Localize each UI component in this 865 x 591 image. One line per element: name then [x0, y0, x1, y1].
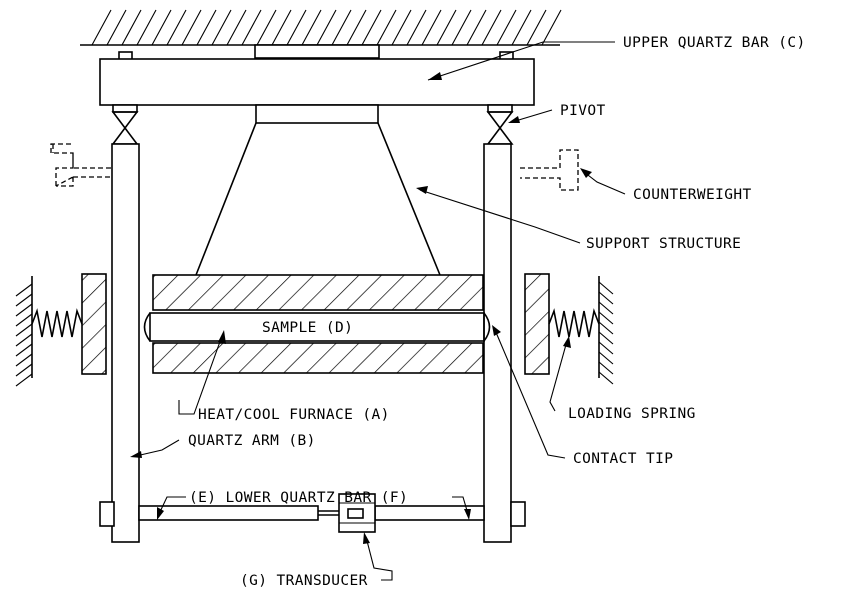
lower-quartz-bar	[99, 501, 526, 527]
heat-cool-furnace	[152, 274, 484, 374]
label-upper-quartz-bar: UPPER QUARTZ BAR (C)	[623, 35, 806, 51]
label-loading-spring: LOADING SPRING	[568, 406, 696, 422]
label-counterweight: COUNTERWEIGHT	[633, 187, 752, 203]
quartz-arm-left	[111, 143, 140, 543]
pivot-right	[486, 104, 514, 145]
counterweight-left	[50, 143, 112, 187]
spring-block-right	[524, 273, 550, 375]
label-support-structure: SUPPORT STRUCTURE	[586, 236, 741, 252]
ceiling	[80, 9, 562, 46]
label-quartz-arm: QUARTZ ARM (B)	[188, 433, 316, 449]
label-heat-cool-furnace: HEAT/COOL FURNACE (A)	[198, 407, 390, 423]
counterweight-right	[520, 149, 579, 191]
label-contact-tip: CONTACT TIP	[573, 451, 673, 467]
transducer	[338, 493, 376, 533]
loading-spring-left	[31, 308, 83, 338]
upper-quartz-bar	[99, 44, 535, 106]
wall-left	[15, 276, 33, 387]
label-pivot: PIVOT	[560, 103, 606, 119]
quartz-arm-right	[483, 143, 512, 543]
pivot-left	[111, 104, 139, 145]
sample	[143, 312, 491, 342]
label-transducer: (G) TRANSDUCER	[240, 573, 368, 589]
label-sample: SAMPLE (D)	[262, 320, 353, 336]
wall-right	[598, 276, 614, 385]
spring-block-left	[81, 273, 107, 375]
support-structure	[195, 104, 441, 276]
leader-lines	[130, 41, 626, 581]
label-lower-quartz-bar: (E) LOWER QUARTZ BAR (F)	[189, 490, 408, 506]
loading-spring-right	[548, 308, 600, 338]
